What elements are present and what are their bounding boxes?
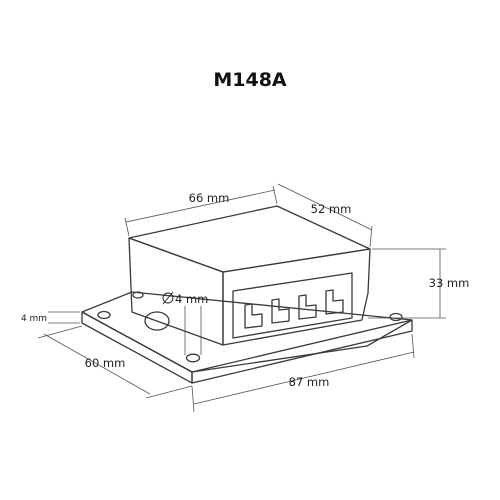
dimension-hole-diameter-label: 4 mm [175, 292, 208, 306]
mounting-hole [97, 310, 111, 320]
part-number-title: M148A [213, 69, 287, 91]
base-plate-right-edge [191, 319, 413, 384]
terminal-block [232, 272, 353, 339]
base-plate-front-edge [81, 311, 193, 384]
dimension-base-thickness: 4 mm [21, 311, 80, 324]
mounting-holes [97, 291, 403, 363]
dimension-base-width: 60 mm [37, 325, 193, 399]
dimension-hole-diameter: 4 mm [162, 291, 208, 355]
dimension-width: 52 mm [277, 183, 373, 248]
terminal-tab [298, 294, 317, 320]
dimension-base-length: 87 mm [191, 333, 415, 413]
housing-front-face [222, 248, 371, 346]
dimension-length: 66 mm [124, 185, 278, 237]
terminal-window [232, 272, 353, 339]
mounting-hole [185, 353, 201, 363]
dimension-base-thickness-label: 4 mm [21, 314, 47, 324]
dimension-base-width-label: 60 mm [85, 356, 126, 370]
housing [128, 205, 371, 346]
dimension-height: 33 mm [368, 248, 470, 319]
dimension-base-length-label: 87 mm [289, 375, 330, 389]
dimension-height-label: 33 mm [429, 276, 470, 290]
terminal-tab [325, 289, 344, 315]
mounting-hole [132, 291, 144, 299]
base-plate [81, 291, 413, 384]
dimension-width-label: 52 mm [311, 202, 352, 216]
terminal-tab [244, 303, 263, 329]
mounting-hole [389, 312, 403, 322]
cable-grommet [144, 311, 170, 331]
dimension-length-label: 66 mm [189, 191, 230, 205]
terminal-tab [271, 298, 290, 324]
